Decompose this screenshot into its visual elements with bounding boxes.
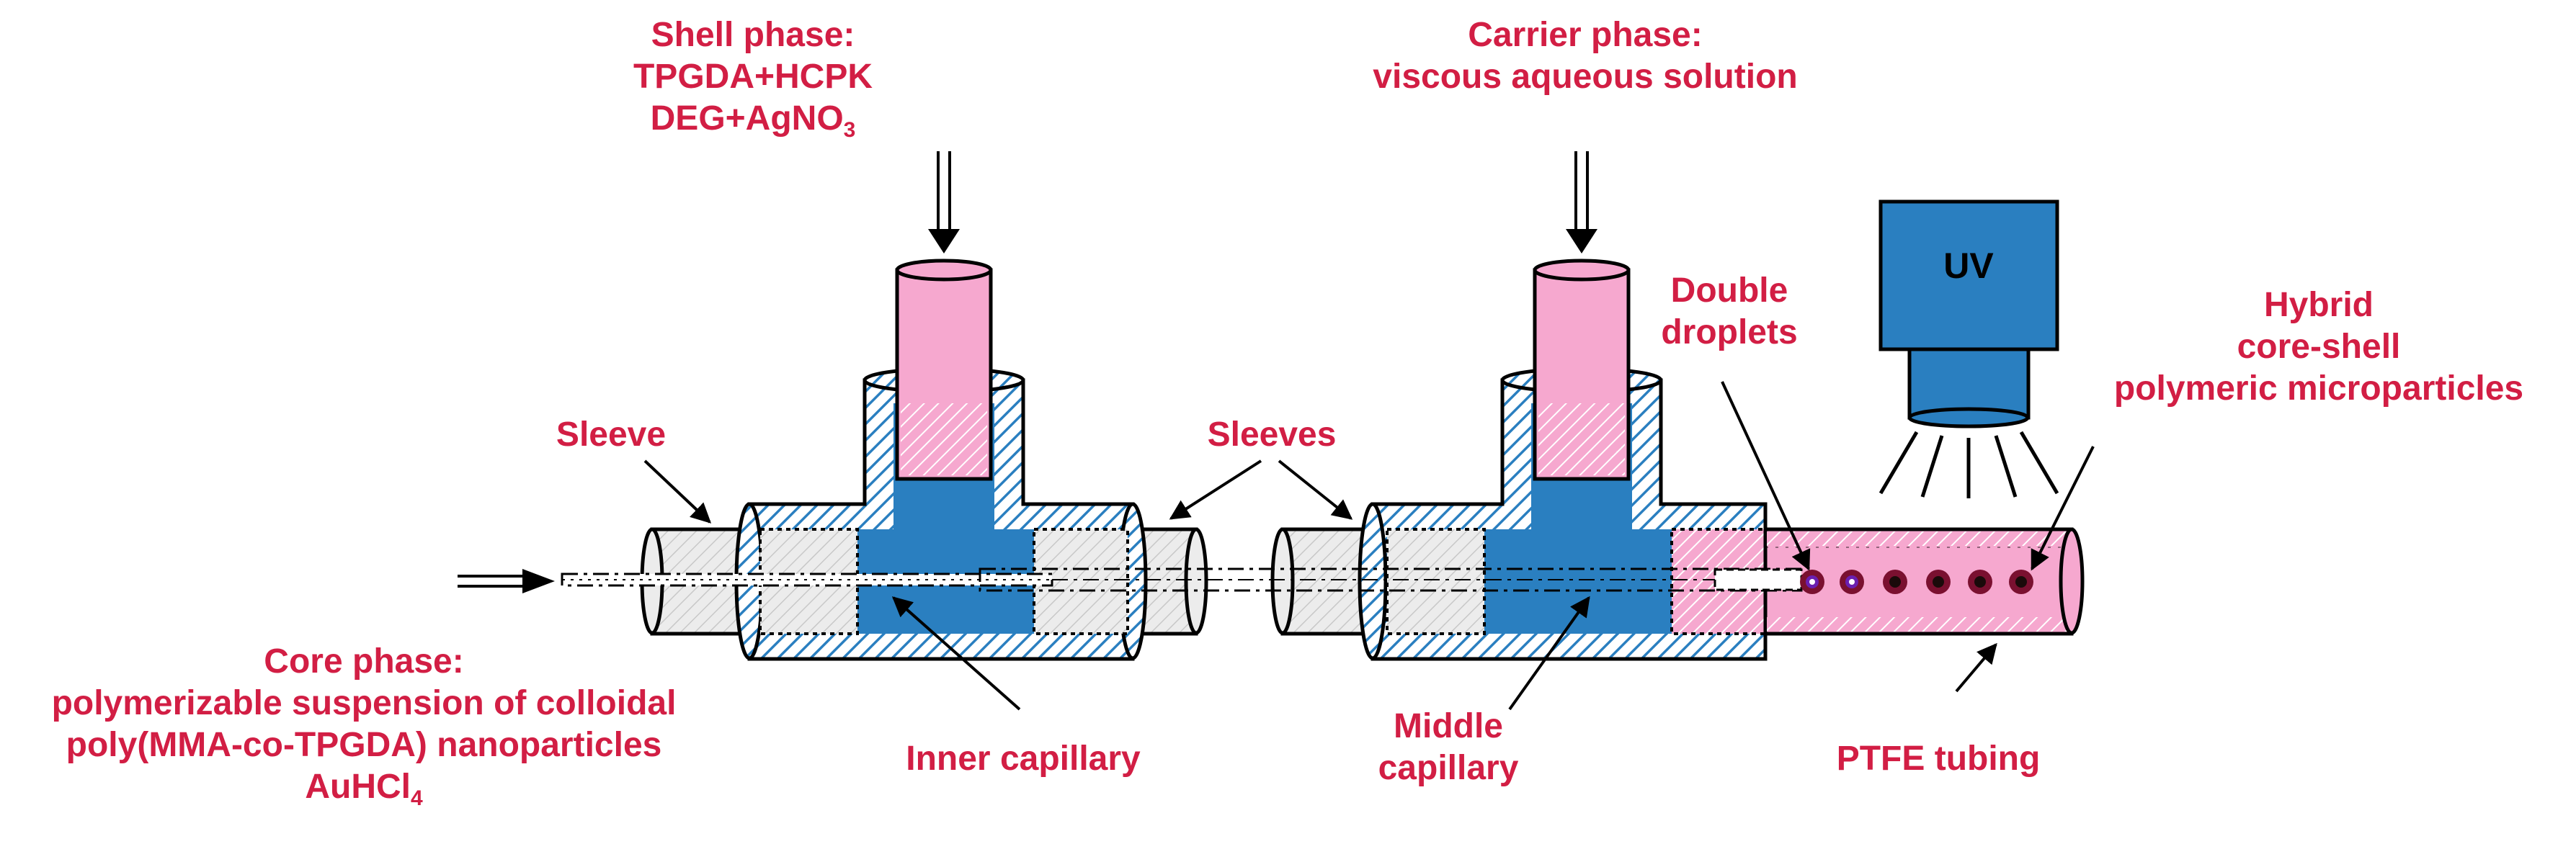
ptfe-tubing-label: PTFE tubing: [1836, 740, 2041, 778]
inner-capillary: [561, 573, 1053, 587]
double-droplets-label: Double droplets: [1661, 271, 1798, 351]
left-t-junction: [640, 259, 1208, 661]
uv-label: UV: [1943, 246, 1994, 286]
inner-capillary-label: Inner capillary: [906, 740, 1141, 778]
shell-phase-line2: TPGDA+HCPK: [633, 58, 873, 96]
carrier-phase-line2: viscous aqueous solution: [1373, 58, 1798, 96]
double-arrow-right-icon: [458, 569, 555, 593]
shell-phase-line3: DEG+AgNO3: [650, 99, 856, 142]
double-arrow-down-icon: [928, 151, 960, 253]
right-t-junction: [1270, 259, 1768, 661]
carrier-phase-title: Carrier phase:: [1468, 16, 1703, 54]
core-phase-label: Core phase: polymerizable suspension of …: [51, 642, 677, 810]
double-arrow-down-icon: [1566, 151, 1597, 253]
sleeves-label: Sleeves: [1207, 416, 1337, 454]
middle-capillary-label: Middle capillary: [1378, 707, 1519, 787]
shell-phase-label: Shell phase: TPGDA+HCPK DEG+AgNO3: [633, 14, 873, 142]
sleeve-label: Sleeve: [556, 416, 667, 454]
hybrid-label: Hybrid core-shell polymeric microparticl…: [2113, 286, 2524, 408]
carrier-phase-label: Carrier phase: viscous aqueous solution: [1373, 14, 1797, 98]
droplets: [1800, 570, 2033, 594]
uv-lamp-icon: [1878, 199, 2059, 498]
pointer-arrows: [643, 381, 2095, 711]
shell-phase-title: Shell phase:: [651, 16, 855, 54]
